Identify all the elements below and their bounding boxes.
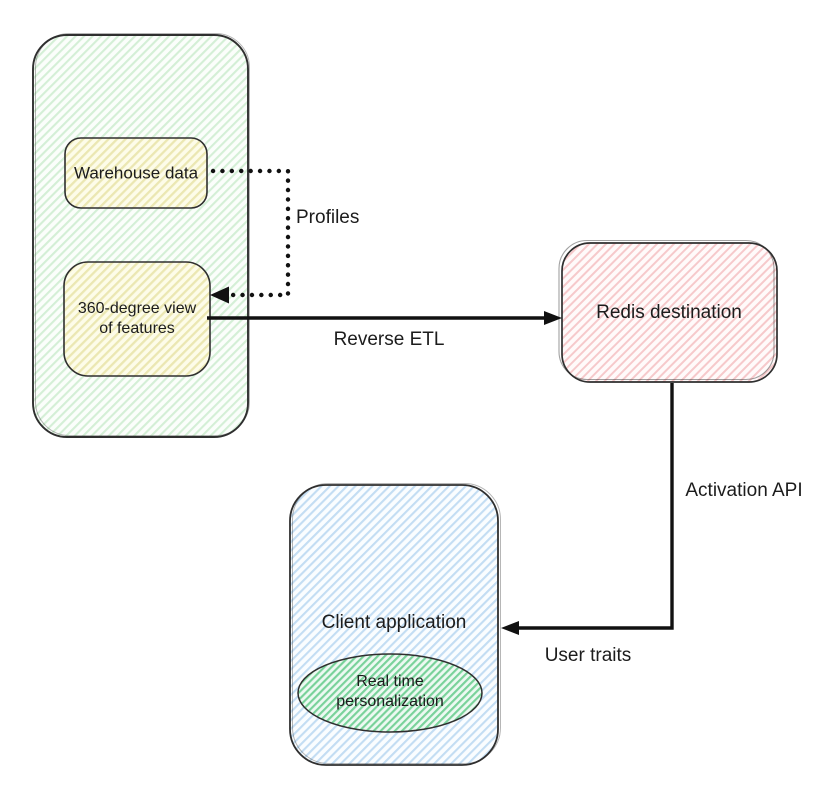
activation-api-connector: [517, 383, 674, 630]
reverse-etl-edge-label: Reverse ETL: [333, 329, 445, 351]
redis-destination-label: Redis destination: [596, 302, 742, 324]
profiles-arrowhead-icon: [210, 286, 229, 304]
feature-view-label: 360-degree view of features: [77, 300, 197, 337]
profiles-connector: [210, 168, 291, 298]
redis-destination-sketch-echo: [558, 239, 775, 381]
activation-api-edge-label: Activation API: [685, 480, 803, 502]
reverse-etl-arrowhead-icon: [544, 311, 562, 325]
redis-destination-node: [561, 242, 778, 383]
warehouse-data-label: Warehouse data: [73, 163, 199, 183]
client-application-label: Client application: [321, 612, 467, 634]
user-traits-arrowhead-icon: [501, 621, 519, 635]
warehouse-group-container-sketch-echo: [35, 33, 250, 436]
user-traits-edge-label: User traits: [544, 645, 632, 667]
real-time-personalization-label: Real time personalization: [336, 673, 444, 710]
profiles-edge-label: Profiles: [296, 207, 360, 229]
warehouse-data-node: [64, 137, 208, 209]
real-time-personalization-ellipse: [297, 653, 483, 733]
client-application-sketch-echo: [292, 483, 501, 764]
